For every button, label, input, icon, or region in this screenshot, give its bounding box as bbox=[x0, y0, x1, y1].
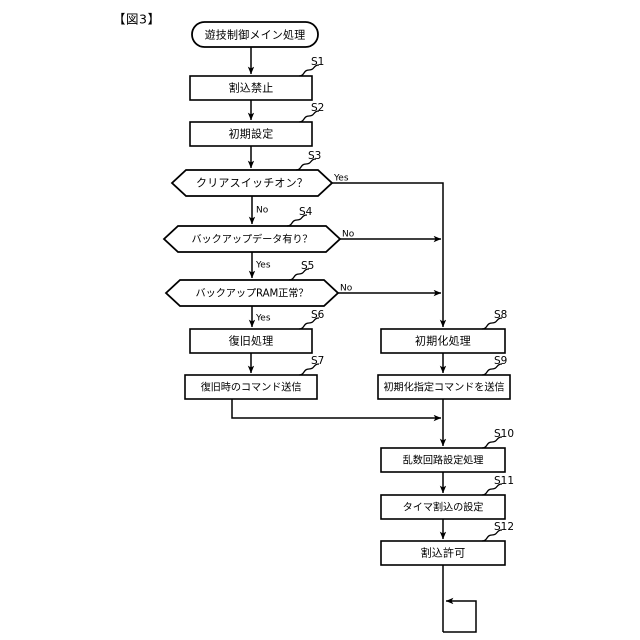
s7-step: S7 bbox=[311, 355, 324, 367]
s3-leader bbox=[295, 158, 317, 171]
s8-leader bbox=[481, 317, 503, 330]
branch-label-s3-no: No bbox=[256, 206, 269, 216]
s2-label: 初期設定 bbox=[229, 127, 274, 141]
s11-leader bbox=[481, 483, 503, 496]
node-s9: 初期化指定コマンドを送信 bbox=[377, 374, 511, 400]
s7-label: 復旧時のコマンド送信 bbox=[201, 381, 302, 394]
step-marker-s5: S5 bbox=[288, 260, 314, 281]
s9-step: S9 bbox=[494, 355, 507, 367]
s12-label: 割込許可 bbox=[421, 546, 466, 560]
s9-shape bbox=[377, 374, 511, 400]
node-s10: 乱数回路設定処理 bbox=[380, 447, 506, 473]
s8-shape bbox=[380, 328, 506, 354]
step-marker-s2: S2 bbox=[298, 102, 324, 123]
edge-loop-back bbox=[443, 597, 477, 633]
s3-label: クリアスイッチオン？ bbox=[196, 177, 308, 190]
s5-leader bbox=[288, 268, 310, 281]
node-s4: バックアップデータ有り？ bbox=[162, 225, 342, 253]
s2-leader bbox=[298, 110, 320, 123]
s10-leader bbox=[481, 436, 503, 449]
node-s3: クリアスイッチオン？ bbox=[170, 169, 334, 197]
s3-step: S3 bbox=[308, 150, 321, 162]
node-s7: 復旧時のコマンド送信 bbox=[184, 374, 318, 400]
step-marker-s10: S10 bbox=[481, 428, 514, 449]
s5-label: バックアップRAM正常？ bbox=[196, 287, 309, 300]
s7-shape bbox=[184, 374, 318, 400]
s10-shape bbox=[380, 447, 506, 473]
s6-step: S6 bbox=[311, 309, 325, 321]
node-s5: バックアップRAM正常？ bbox=[164, 279, 340, 307]
s1-label: 割込禁止 bbox=[229, 81, 274, 95]
node-s1: 割込禁止 bbox=[189, 75, 313, 101]
step-marker-s11: S11 bbox=[481, 475, 514, 496]
s6-leader bbox=[298, 317, 320, 330]
s5-step: S5 bbox=[301, 260, 314, 272]
step-marker-s9: S9 bbox=[481, 355, 507, 376]
s10-step: S10 bbox=[494, 428, 514, 440]
node-s8: 初期化処理 bbox=[380, 328, 506, 354]
s4-leader bbox=[286, 214, 308, 227]
node-s12: 割込許可 bbox=[380, 540, 506, 566]
node-s11: タイマ割込の設定 bbox=[380, 494, 506, 520]
s6-shape bbox=[189, 328, 313, 354]
s9-label: 初期化指定コマンドを送信 bbox=[383, 381, 504, 394]
s1-step: S1 bbox=[311, 56, 324, 68]
branch-label-s5-yes: Yes bbox=[255, 314, 271, 324]
s1-shape bbox=[189, 75, 313, 101]
s12-step: S12 bbox=[494, 521, 514, 533]
start-shape bbox=[191, 21, 319, 48]
s4-label: バックアップデータ有り？ bbox=[191, 233, 312, 246]
node-s2: 初期設定 bbox=[189, 121, 313, 147]
s2-step: S2 bbox=[311, 102, 324, 114]
branch-label-s4-yes: Yes bbox=[255, 261, 271, 271]
s2-shape bbox=[189, 121, 313, 147]
s11-label: タイマ割込の設定 bbox=[403, 501, 484, 514]
s6-label: 復旧処理 bbox=[229, 335, 274, 348]
figure-caption: 【図3】 bbox=[113, 12, 160, 27]
step-marker-s4: S4 bbox=[286, 206, 313, 227]
s4-step: S4 bbox=[299, 206, 313, 218]
step-marker-s3: S3 bbox=[295, 150, 321, 171]
edge-s3-yes-trunk bbox=[332, 182, 447, 328]
s11-step: S11 bbox=[494, 475, 514, 487]
node-start: 遊技制御メイン処理 bbox=[191, 21, 319, 48]
s12-shape bbox=[380, 540, 506, 566]
node-s6: 復旧処理 bbox=[189, 328, 313, 354]
s9-leader bbox=[481, 363, 503, 376]
s10-label: 乱数回路設定処理 bbox=[403, 454, 484, 467]
s7-leader bbox=[298, 363, 320, 376]
s1-leader bbox=[298, 64, 320, 77]
s8-label: 初期化処理 bbox=[415, 334, 471, 348]
branch-label-s3-yes: Yes bbox=[333, 174, 349, 184]
step-marker-s8: S8 bbox=[481, 309, 507, 330]
start-label: 遊技制御メイン処理 bbox=[205, 28, 306, 42]
step-marker-s12: S12 bbox=[481, 521, 514, 542]
edge-s7-merge bbox=[231, 399, 442, 422]
s12-leader bbox=[481, 529, 503, 542]
branch-label-s5-no: No bbox=[340, 284, 353, 294]
step-marker-s6: S6 bbox=[298, 309, 325, 330]
s11-shape bbox=[380, 494, 506, 520]
step-marker-s7: S7 bbox=[298, 355, 324, 376]
s8-step: S8 bbox=[494, 309, 507, 321]
branch-label-s4-no: No bbox=[342, 230, 355, 240]
step-marker-s1: S1 bbox=[298, 56, 324, 77]
